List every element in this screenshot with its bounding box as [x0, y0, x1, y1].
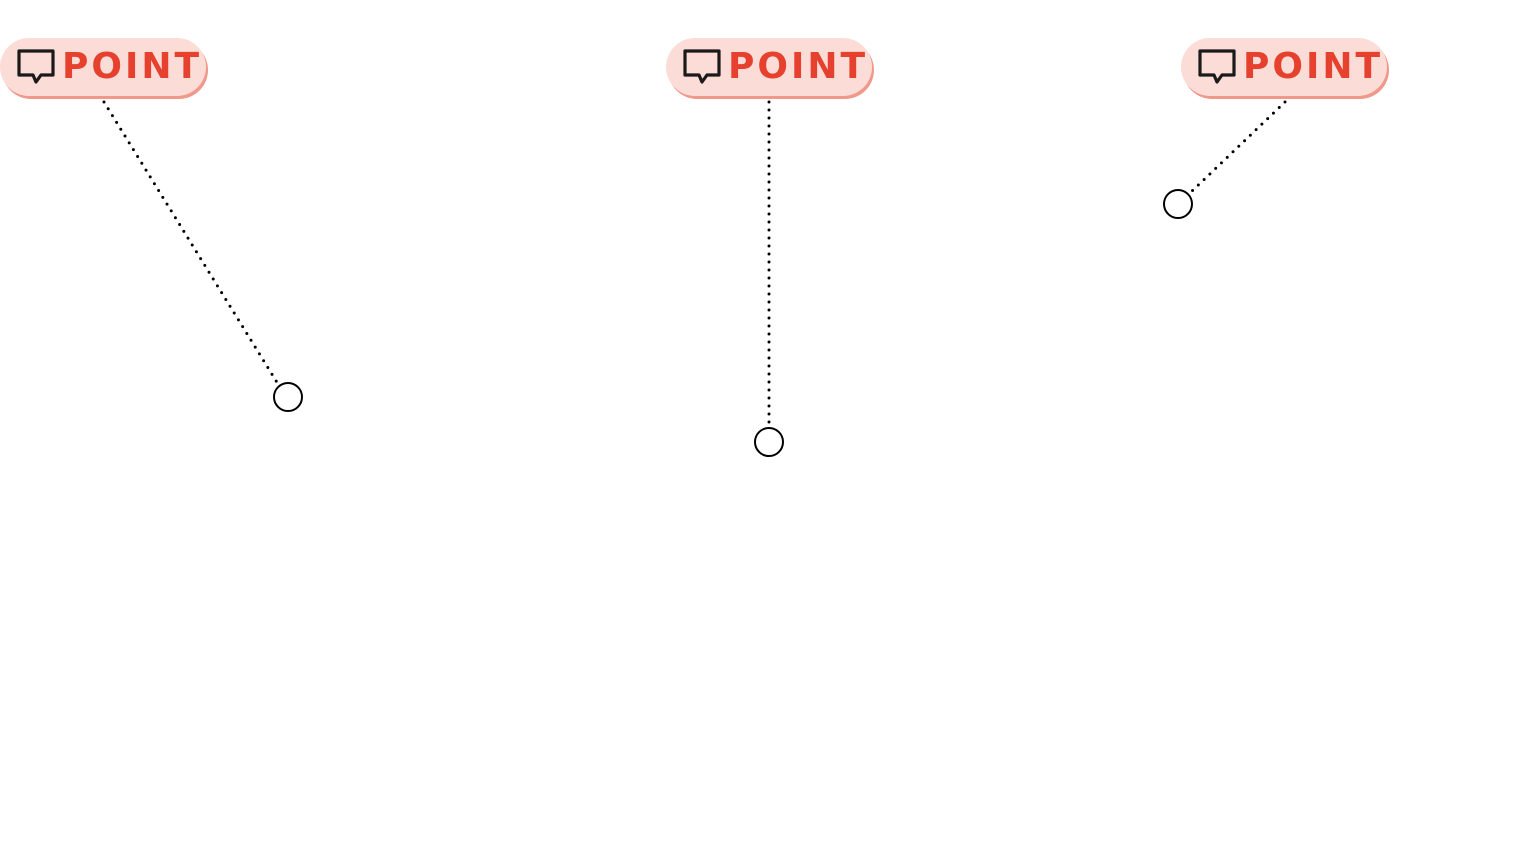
point-badge: POINT — [1181, 38, 1387, 96]
point-badge-label: POINT — [1243, 46, 1384, 87]
target-marker-3 — [1163, 189, 1193, 219]
point-badge: POINT — [666, 38, 872, 96]
target-marker-1 — [273, 382, 303, 412]
target-marker-2 — [754, 427, 784, 457]
leader-line-3 — [1188, 100, 1287, 195]
speech-bubble-icon — [1197, 47, 1237, 87]
point-badge-label: POINT — [62, 46, 203, 87]
speech-bubble-icon — [16, 47, 56, 87]
speech-bubble-icon — [682, 47, 722, 87]
point-badge: POINT — [0, 38, 206, 96]
leader-line-1 — [102, 100, 280, 386]
point-badge-label: POINT — [728, 46, 869, 87]
